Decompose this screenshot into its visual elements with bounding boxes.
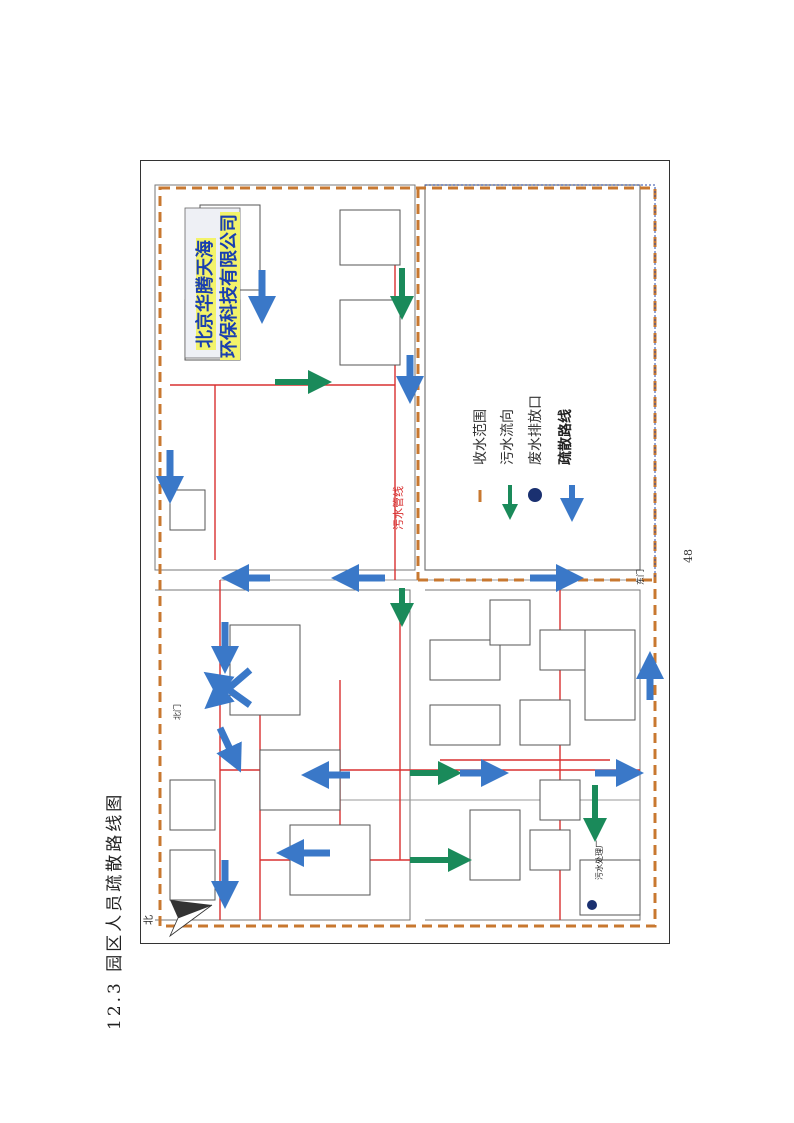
- legend-flow-label: 污水流向: [500, 409, 516, 465]
- north-arrow-icon: 北: [143, 900, 213, 938]
- east-zone-boundary: [425, 184, 656, 578]
- legend-outlet-label: 废水排放口: [528, 395, 544, 465]
- page-caption: 12.3 园区人员疏散路线图: [105, 791, 125, 1030]
- treatment-plant-label: 污水处理厂: [594, 840, 604, 880]
- site-evacuation-map: 北门 东门 污水管线 污水处理厂 收水范围 污水流向 废水排放口 疏散路线 北: [143, 184, 664, 938]
- sewage-flow-arrows: [275, 268, 607, 872]
- north-arrow-label: 北: [143, 915, 155, 925]
- north-gate-label: 北门: [172, 704, 182, 720]
- map-frame: [140, 160, 670, 944]
- east-gate-label: 东门: [635, 569, 645, 585]
- company-name-line1: 北京华腾天海: [195, 238, 216, 350]
- page-number: 48: [682, 549, 695, 563]
- legend-range-label: 收水范围: [472, 409, 489, 465]
- legend: 收水范围 污水流向 废水排放口 疏散路线: [472, 395, 584, 522]
- outlet-point: [587, 900, 597, 910]
- buildings: [169, 204, 641, 916]
- sewer-line-label: 污水管线: [391, 486, 405, 530]
- company-name-line2: 环保科技有限公司: [219, 212, 240, 360]
- evacuation-arrows: [156, 270, 664, 909]
- legend-evac-label: 疏散路线: [557, 409, 574, 465]
